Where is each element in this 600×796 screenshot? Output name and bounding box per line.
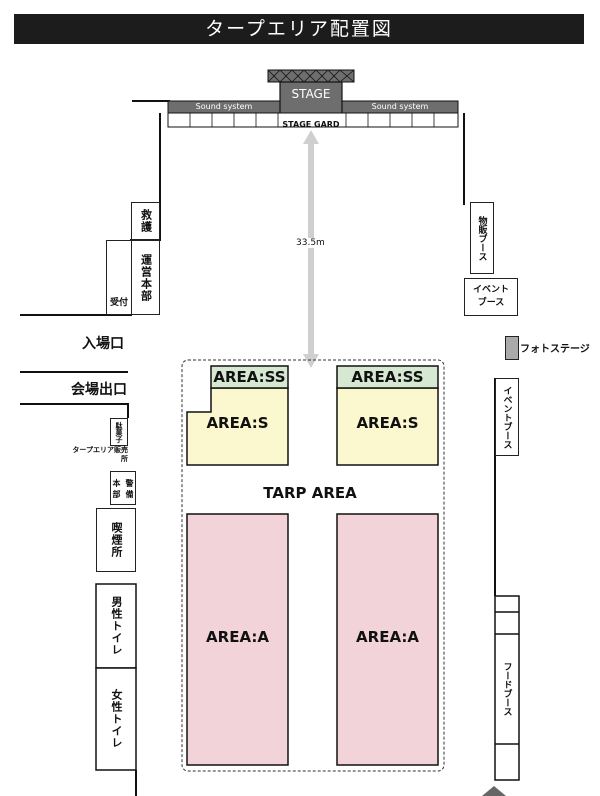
sound-left-label: Sound system <box>195 102 253 111</box>
stage-truss <box>267 69 355 83</box>
tarp-area-boundary <box>181 359 445 772</box>
smoking-booth: 喫煙所 <box>96 508 136 572</box>
candy-label: 駄菓子 <box>115 421 123 443</box>
distance-arrow <box>303 130 319 368</box>
hq-label: 運営本部 <box>139 253 153 302</box>
goods-label: 物販ブース <box>476 215 487 261</box>
event-booth-2: イベントブース <box>495 378 519 456</box>
women-toilet-label: 女性トイレ <box>110 689 123 749</box>
guard-label-a: 本 部 <box>112 478 121 498</box>
area-s-left[interactable]: AREA:S <box>206 414 269 432</box>
smoking-label: 喫煙所 <box>110 522 123 558</box>
stage-guard-segments <box>189 113 435 127</box>
rescue-booth: 救護 <box>131 202 160 240</box>
reception-booth: 受付 <box>106 240 131 315</box>
toilet-blocks <box>95 583 137 771</box>
food-booth: フードブース <box>495 634 519 744</box>
reception-label: 受付 <box>109 298 128 308</box>
area-a-right-shape <box>336 513 439 766</box>
food-label: フードブース <box>501 662 512 716</box>
page-title: タープエリア配置図 <box>14 14 584 44</box>
sound-right-label: Sound system <box>371 102 429 111</box>
men-toilet: 男性トイレ <box>96 584 136 668</box>
area-s-right-shape <box>336 387 439 466</box>
rescue-label: 救護 <box>139 209 153 233</box>
stage-label: STAGE <box>291 87 331 101</box>
area-s-right[interactable]: AREA:S <box>356 414 419 432</box>
area-a-left[interactable]: AREA:A <box>206 628 269 646</box>
tarp-area-label: TARP AREA <box>263 484 357 502</box>
event2-label: イベントブース <box>501 385 512 449</box>
area-a-right[interactable]: AREA:A <box>356 628 419 646</box>
area-ss-right[interactable]: AREA:SS <box>351 368 424 386</box>
photo-label: フォトステージ <box>520 344 590 355</box>
area-a-left-shape <box>186 513 289 766</box>
entry-label: 入場口 <box>82 336 124 352</box>
event-booth-1: イベントブース <box>464 278 518 316</box>
guard-booth: 本 部 警 備 <box>110 471 136 505</box>
food-booths <box>494 595 520 781</box>
women-toilet: 女性トイレ <box>96 668 136 770</box>
candy-booth: 駄菓子 <box>110 418 128 446</box>
area-ss-left-shape <box>210 365 289 389</box>
guard-label-b: 警 備 <box>125 478 134 498</box>
stage-guard <box>167 112 459 128</box>
hq-booth: 運営本部 <box>131 240 160 315</box>
tarp-sales-label: タープエリア販売所 <box>72 446 128 463</box>
exit-label: 会場出口 <box>71 382 127 398</box>
stage-guard-label: STAGE GARD <box>282 120 340 129</box>
distance-label: 33.5m <box>296 238 325 248</box>
goods-booth: 物販ブース <box>470 202 494 274</box>
area-ss-right-shape <box>336 365 439 389</box>
corner-marker <box>482 786 506 796</box>
event1-label: イベントブース <box>472 285 509 308</box>
area-ss-left[interactable]: AREA:SS <box>213 368 286 386</box>
men-toilet-label: 男性トイレ <box>110 596 123 656</box>
photo-booth <box>505 336 519 360</box>
